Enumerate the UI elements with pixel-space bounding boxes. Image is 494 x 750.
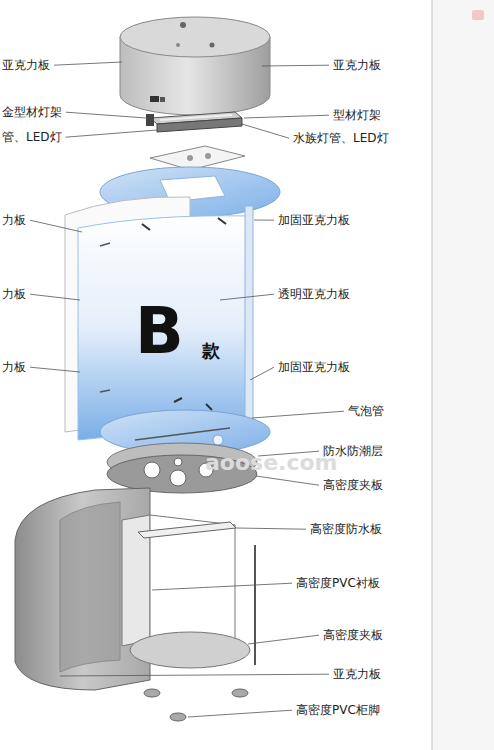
part-label: 高密度防水板 [310,522,382,536]
leader-line [248,635,319,644]
leader-line [54,62,122,65]
part-label: 亚克力板 [2,58,50,72]
watermark: aoose.com [205,450,338,476]
part-label: 水族灯管、LED灯 [293,131,389,145]
part-label: 亚克力板 [333,58,381,72]
leader-line [256,476,319,485]
leader-line [252,411,344,418]
cabinet [15,488,255,721]
part-label: 高密度PVC柜脚 [296,703,380,717]
small-plate [150,146,245,170]
panel-lettering: 款 [202,340,220,362]
leader-line [220,294,274,300]
margin-rule [431,0,433,750]
part-label: 高密度夹板 [323,628,383,642]
leader-line [242,124,289,138]
part-label: 力板 [2,360,26,374]
part-label: 力板 [2,287,26,301]
leader-line [66,130,157,137]
part-label: 加固亚克力板 [278,213,350,227]
leader-line [250,367,274,380]
leader-line [30,220,82,232]
part-label: 亚克力板 [333,667,381,681]
leader-line [30,294,80,300]
leader-line [236,528,306,529]
part-label: 力板 [2,213,26,227]
leader-line [152,583,292,590]
top-box [120,17,270,115]
part-label: 高密度夹板 [323,478,383,492]
leader-line [66,112,146,118]
part-label: 气泡管 [348,404,384,418]
panel-lettering: B [135,293,184,370]
leader-line [262,65,329,67]
part-label: 透明亚克力板 [278,287,350,301]
light-frame [146,112,242,132]
part-label: 管、LED灯 [2,130,62,144]
corner-icon [472,10,484,20]
page-margin [432,0,494,750]
part-label: 加固亚克力板 [278,360,350,374]
leader-line [30,367,80,372]
leader-line [254,220,274,221]
leader-line [188,710,292,717]
part-label: 高密度PVC衬板 [296,576,380,590]
leader-line [244,115,329,118]
part-label: 金型材灯架 [2,105,62,119]
transparent-cylinder [65,197,253,440]
leader-line [60,674,329,676]
part-label: 型材灯架 [333,108,381,122]
